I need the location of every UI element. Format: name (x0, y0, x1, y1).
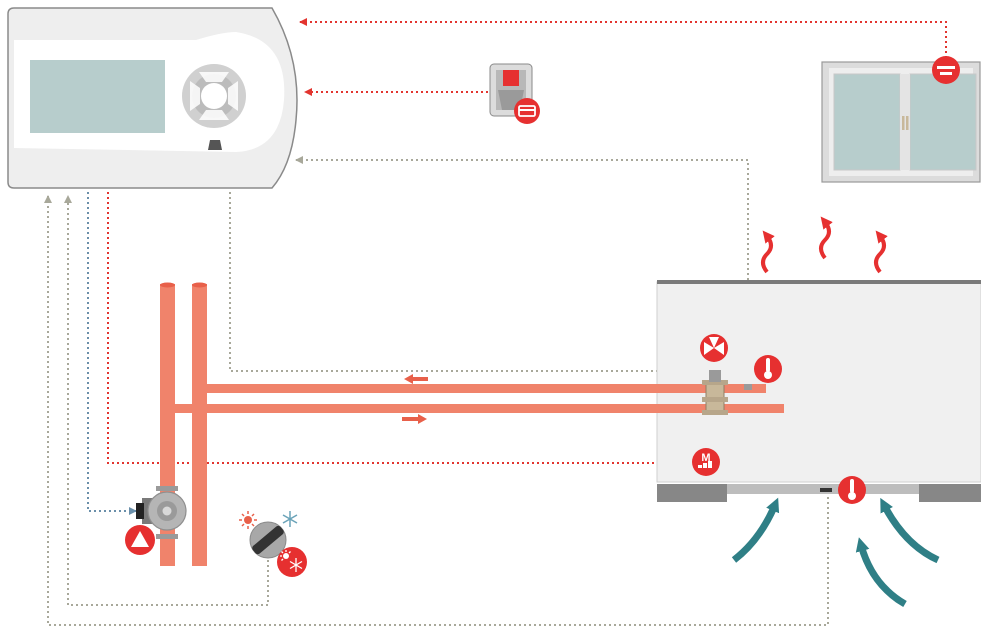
control-valve[interactable] (702, 370, 752, 415)
signal-controller-to-pump (87, 192, 137, 515)
signal-return-sensor-to-controller (44, 195, 829, 626)
heat-arrow-left (761, 230, 775, 274)
window-contact-icon[interactable] (932, 56, 960, 84)
window-pane-right (909, 73, 977, 171)
return-air-arrows (731, 497, 940, 608)
flow-arrow-supply (402, 417, 420, 421)
heat-cool-switch[interactable] (249, 521, 287, 559)
card-slot (503, 70, 519, 86)
room-controller[interactable] (7, 7, 298, 189)
branch-pipe-supply (167, 404, 784, 413)
unit-base-right (919, 484, 981, 502)
circulation-pump-icon (125, 525, 155, 555)
heat-arrow-right (874, 230, 888, 274)
circulation-pump[interactable] (136, 486, 187, 539)
air-arrow-right-lower (855, 537, 907, 608)
air-arrow-left (731, 497, 780, 563)
supply-temp-sensor (744, 384, 752, 390)
unit-base-left (657, 484, 727, 502)
heat-cool-mode-icon (277, 547, 307, 577)
controller-display (30, 60, 165, 133)
branch-pipes (167, 374, 784, 424)
branch-pipe-return (200, 384, 766, 393)
window-pane-left (833, 73, 901, 171)
signal-window-to-controller (299, 18, 947, 58)
signal-controller-to-valve (229, 192, 701, 375)
air-arrow-right-upper (880, 497, 940, 564)
valve-actuator (709, 370, 721, 382)
unit-top-edge (657, 280, 981, 284)
heat-output-arrows (761, 216, 888, 274)
motor-actuator-icon[interactable]: M (692, 448, 720, 476)
thermometer-icon (754, 355, 782, 383)
card-switch[interactable] (489, 63, 540, 124)
window (821, 61, 981, 183)
heat-arrow-middle (819, 216, 833, 260)
return-air-grille (820, 488, 832, 492)
return-air-thermometer-icon (838, 476, 866, 504)
riser-pipe-return (192, 284, 207, 566)
controller-dial[interactable] (182, 64, 246, 128)
valve-icon (700, 334, 728, 362)
flow-arrow-return (410, 377, 428, 381)
controller-led (208, 140, 222, 150)
signal-switch-to-controller (64, 195, 269, 606)
svg-text:M: M (701, 452, 710, 464)
sun-icon (239, 511, 257, 529)
snowflake-icon (282, 511, 298, 527)
signal-controller-to-motor (107, 192, 681, 467)
